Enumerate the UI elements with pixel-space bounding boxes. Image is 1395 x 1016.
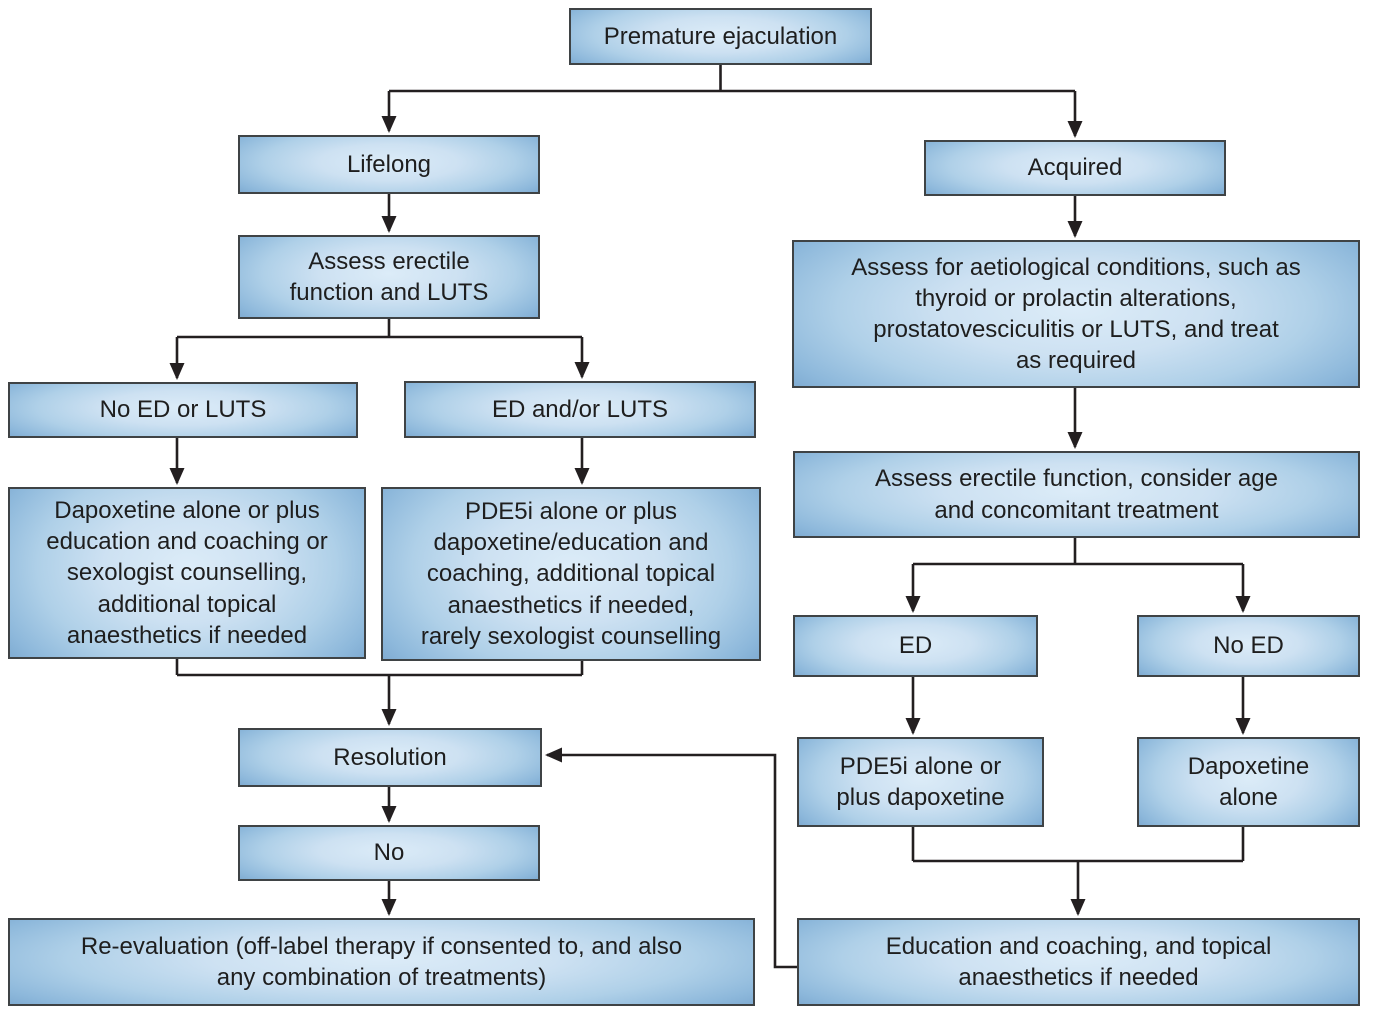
- node-assess-erectile-function-age: Assess erectile function, consider age a…: [793, 451, 1360, 538]
- node-no-ed: No ED: [1137, 615, 1360, 677]
- node-ed: ED: [793, 615, 1038, 677]
- connector-education-resolution: [545, 747, 797, 969]
- node-no-ed-or-luts: No ED or LUTS: [8, 382, 358, 438]
- node-assess-erectile-function-luts: Assess erectile function and LUTS: [238, 235, 540, 319]
- node-pde5i-plus-dapoxetine: PDE5i alone or plus dapoxetine: [797, 737, 1044, 827]
- node-assess-aetiological-conditions: Assess for aetiological conditions, such…: [792, 240, 1360, 388]
- node-acquired: Acquired: [924, 140, 1226, 196]
- node-lifelong: Lifelong: [238, 135, 540, 194]
- node-pde5i-treatment: PDE5i alone or plus dapoxetine/education…: [381, 487, 761, 661]
- node-dapoxetine-treatment: Dapoxetine alone or plus education and c…: [8, 487, 366, 659]
- node-premature-ejaculation: Premature ejaculation: [569, 8, 872, 65]
- node-education-coaching: Education and coaching, and topical anae…: [797, 918, 1360, 1006]
- node-ed-and-or-luts: ED and/or LUTS: [404, 381, 756, 438]
- node-re-evaluation: Re-evaluation (off-label therapy if cons…: [8, 918, 755, 1006]
- node-resolution: Resolution: [238, 728, 542, 787]
- node-no: No: [238, 825, 540, 881]
- node-dapoxetine-alone: Dapoxetine alone: [1137, 737, 1360, 827]
